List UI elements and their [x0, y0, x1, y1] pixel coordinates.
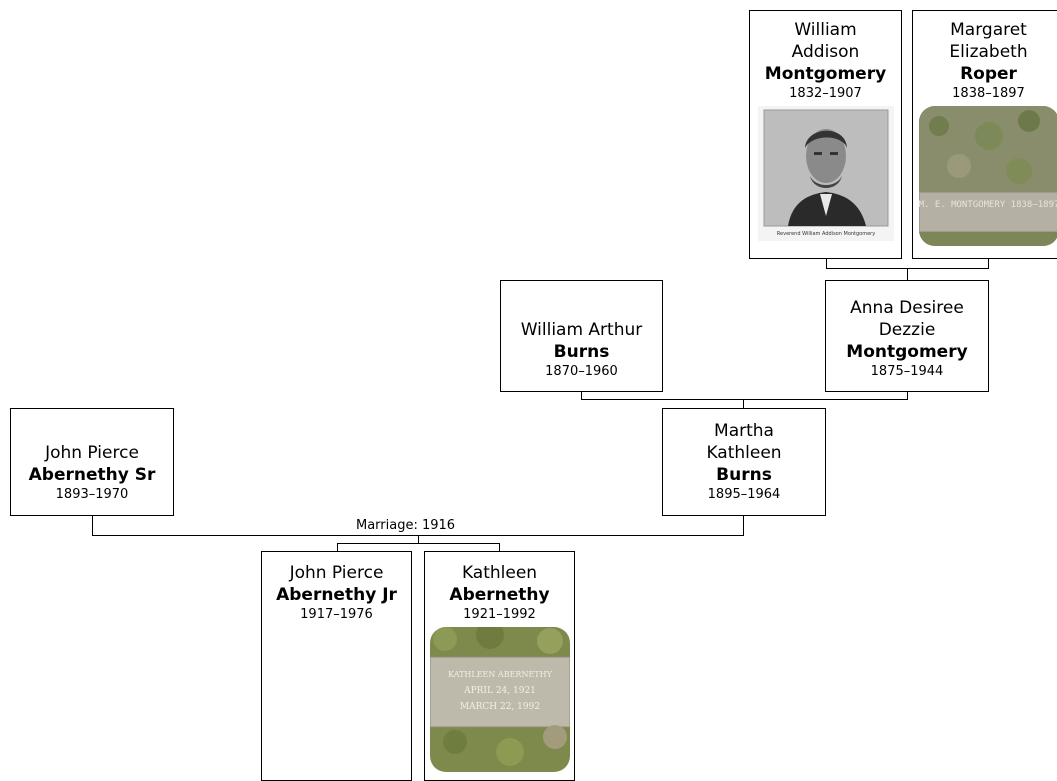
- given-name: Kathleen: [425, 562, 574, 584]
- life-dates: 1870–1960: [501, 363, 662, 380]
- person-card-kathleen-abernethy[interactable]: Kathleen Abernethy 1921–1992 KATHLEEN AB…: [424, 551, 575, 781]
- life-dates: 1832–1907: [750, 85, 901, 102]
- connector-children: [338, 544, 500, 552]
- given-name: John Pierce: [11, 442, 173, 464]
- connector-montgomery-roper: [827, 258, 989, 280]
- person-card-john-pierce-abernethy-sr[interactable]: John Pierce Abernethy Sr 1893–1970: [10, 408, 174, 516]
- person-card-william-addison-montgomery[interactable]: William Addison Montgomery 1832–1907 Rev…: [749, 10, 902, 259]
- surname: Montgomery: [826, 341, 988, 363]
- gravestone-line-3: MARCH 22, 1992: [459, 702, 539, 712]
- given-name: William Arthur: [501, 319, 662, 341]
- surname: Roper: [913, 63, 1057, 85]
- life-dates: 1917–1976: [262, 606, 411, 623]
- gravestone-line-1: KATHLEEN ABERNETHY: [448, 670, 553, 679]
- person-card-anna-desiree-montgomery[interactable]: Anna Desiree Dezzie Montgomery 1875–1944: [825, 280, 989, 392]
- connector-burns-montgomery: [582, 391, 908, 408]
- life-dates: 1875–1944: [826, 363, 988, 380]
- surname: Burns: [501, 341, 662, 363]
- gravestone-photo: M. E. MONTGOMERY 1838–1897: [919, 106, 1057, 246]
- given-name: Margaret Elizabeth: [939, 19, 1039, 63]
- gravestone-photo: KATHLEEN ABERNETHY APRIL 24, 1921 MARCH …: [430, 627, 570, 772]
- portrait-photo: Reverend William Addison Montgomery: [758, 106, 894, 241]
- person-card-martha-kathleen-burns[interactable]: Martha Kathleen Burns 1895–1964: [662, 408, 826, 516]
- life-dates: 1838–1897: [913, 85, 1057, 102]
- surname: Montgomery: [750, 63, 901, 85]
- life-dates: 1921–1992: [425, 606, 574, 623]
- surname: Abernethy: [425, 584, 574, 606]
- given-name: William Addison: [776, 19, 876, 63]
- gravestone-line-2: APRIL 24, 1921: [463, 686, 536, 696]
- given-name: John Pierce: [262, 562, 411, 584]
- surname: Burns: [663, 464, 825, 486]
- surname: Abernethy Sr: [11, 464, 173, 486]
- surname: Abernethy Jr: [262, 584, 411, 606]
- photo-caption: Reverend William Addison Montgomery: [776, 231, 874, 237]
- person-card-margaret-elizabeth-roper[interactable]: Margaret Elizabeth Roper 1838–1897 M. E.…: [912, 10, 1057, 259]
- given-name: Anna Desiree Dezzie: [837, 297, 977, 341]
- gravestone-inscription: M. E. MONTGOMERY 1838–1897: [919, 200, 1057, 210]
- person-card-john-pierce-abernethy-jr[interactable]: John Pierce Abernethy Jr 1917–1976: [261, 551, 412, 781]
- life-dates: 1893–1970: [11, 486, 173, 503]
- marriage-label: Marriage: 1916: [356, 518, 455, 534]
- person-card-william-arthur-burns[interactable]: William Arthur Burns 1870–1960: [500, 280, 663, 392]
- given-name: Martha Kathleen: [694, 420, 794, 464]
- life-dates: 1895–1964: [663, 486, 825, 503]
